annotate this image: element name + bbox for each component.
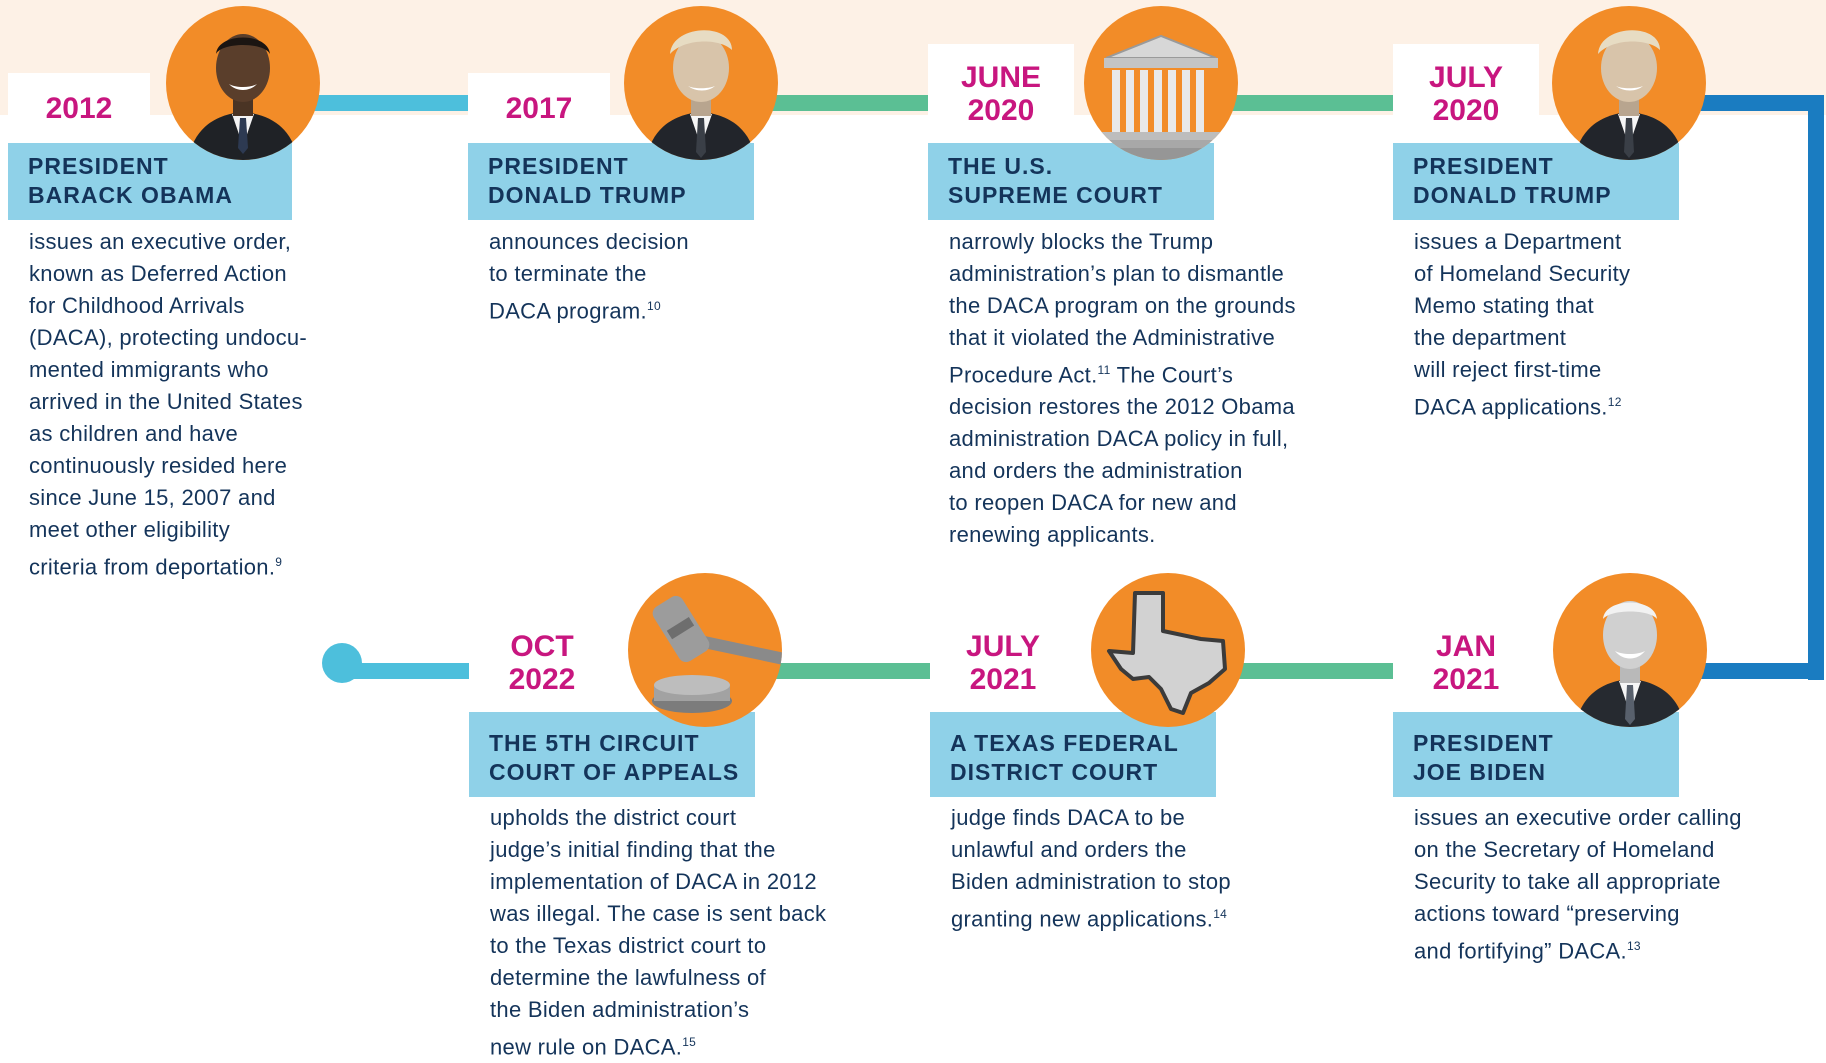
event-description: announces decision to terminate the DACA… — [489, 229, 689, 324]
footnote-ref: 11 — [1097, 363, 1111, 377]
timeline-line — [760, 95, 940, 111]
footnote-ref: 12 — [1607, 395, 1622, 409]
event-date: 2017 — [468, 73, 610, 143]
portrait-trump-icon — [624, 6, 778, 160]
event-description: narrowly blocks the Trump administration… — [949, 229, 1296, 548]
footnote-ref: 15 — [682, 1035, 697, 1049]
timeline-line — [340, 663, 480, 679]
timeline-line — [770, 663, 940, 679]
event-description: issues an executive order calling on the… — [1414, 805, 1742, 964]
event-description: issues an executive order, known as Defe… — [29, 229, 308, 580]
texas-map-icon — [1091, 573, 1245, 727]
footnote-ref: 10 — [646, 299, 661, 313]
timeline-line — [1220, 95, 1400, 111]
timeline-line — [300, 95, 480, 111]
event-date: JUNE 2020 — [928, 44, 1074, 143]
supreme-court-building-icon — [1084, 6, 1238, 160]
footnote-ref: 14 — [1213, 907, 1228, 921]
timeline-start-dot — [322, 643, 362, 683]
timeline-line — [1808, 95, 1824, 680]
event-title: THE 5TH CIRCUIT COURT OF APPEALS — [469, 712, 755, 797]
event-description: judge finds DACA to be unlawful and orde… — [951, 805, 1231, 932]
portrait-trump-icon — [1552, 6, 1706, 160]
event-date: 2012 — [8, 73, 150, 143]
gavel-icon — [628, 573, 782, 727]
event-date: JAN 2021 — [1393, 613, 1539, 712]
event-date: OCT 2022 — [469, 613, 615, 712]
portrait-obama-icon — [166, 6, 320, 160]
event-date: JULY 2020 — [1393, 44, 1539, 143]
event-description: issues a Department of Homeland Security… — [1414, 229, 1631, 420]
footnote-ref: 13 — [1626, 939, 1641, 953]
timeline-line — [1228, 663, 1398, 679]
timeline-line — [1686, 95, 1824, 111]
timeline-line — [1686, 663, 1824, 679]
footnote-ref: 9 — [275, 555, 283, 569]
event-description: upholds the district court judge’s initi… — [490, 805, 827, 1060]
portrait-biden-icon — [1553, 573, 1707, 727]
event-date: JULY 2021 — [930, 613, 1076, 712]
